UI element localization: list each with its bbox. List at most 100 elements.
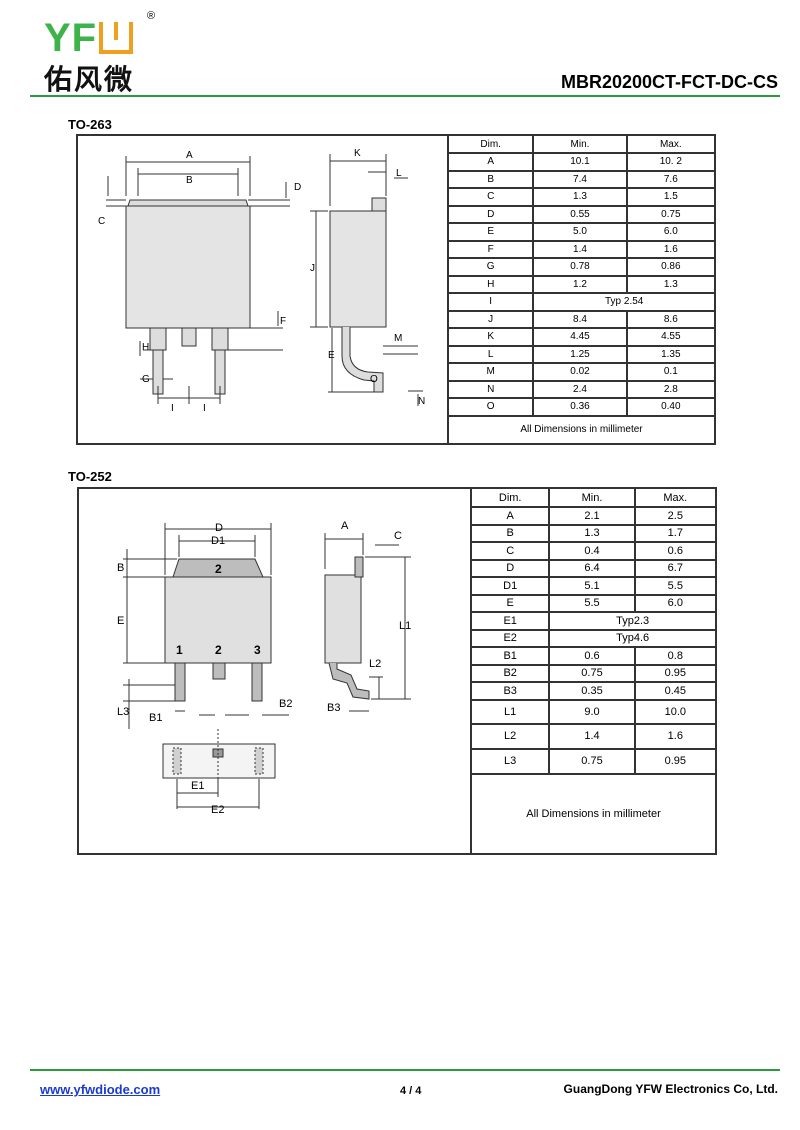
- to263-label-I1: I: [171, 403, 174, 414]
- cell-dim: C: [446, 187, 535, 207]
- cell-max: 0.8: [633, 646, 718, 666]
- page-number: 4 / 4: [400, 1085, 422, 1097]
- cell-min: 4.45: [532, 327, 628, 347]
- to252-label-A: A: [341, 520, 349, 532]
- header-min: Min.: [532, 134, 628, 154]
- to252-label-B: B: [117, 562, 124, 574]
- cell-dim: F: [446, 239, 535, 259]
- document-title: MBR20200CT-FCT-DC-CS: [560, 72, 778, 92]
- cell-dim: D1: [469, 576, 551, 596]
- to252-lead-1: [174, 662, 186, 702]
- cell-min: 1.3: [532, 187, 628, 207]
- to252-pin-1: 1: [176, 643, 183, 657]
- header-dim: Dim.: [469, 487, 551, 508]
- to252-body: [164, 576, 272, 664]
- cell-max: 1.6: [633, 722, 718, 750]
- cell-min: 0.6: [548, 646, 636, 666]
- cell-max: 2.8: [625, 379, 717, 399]
- to252-bottom-lead-1: [172, 747, 182, 775]
- to263-label-B: B: [186, 175, 193, 186]
- to252-label-B2: B2: [279, 698, 292, 710]
- to263-label-K: K: [354, 148, 361, 159]
- to252-label-D1: D1: [211, 535, 225, 547]
- cell-dim: N: [446, 379, 535, 399]
- cell-max: 0.95: [633, 663, 718, 683]
- to263-label-J: J: [310, 263, 315, 274]
- cell-dim: M: [446, 362, 535, 382]
- to252-label-D: D: [215, 522, 223, 534]
- cell-max: 0.1: [625, 362, 717, 382]
- cell-min: 0.75: [548, 747, 636, 775]
- to252-label-E2: E2: [211, 804, 224, 816]
- cell-max: 10. 2: [625, 152, 717, 172]
- cell-min: 2.1: [548, 506, 636, 526]
- to252-label-L2: L2: [369, 658, 381, 670]
- cell-dim: E2: [469, 628, 551, 648]
- cell-max: 8.6: [625, 309, 717, 329]
- cell-min: 0.75: [548, 663, 636, 683]
- to263-lead-left-base: [149, 327, 167, 351]
- header-dim: Dim.: [446, 134, 535, 154]
- cell-max: 5.5: [633, 576, 718, 596]
- to263-title: TO-263: [68, 117, 112, 132]
- cell-dim: K: [446, 327, 535, 347]
- cell-dim: H: [446, 274, 535, 294]
- cell-max: 4.55: [625, 327, 717, 347]
- cell-min: 5.5: [548, 593, 636, 613]
- cell-dim: L2: [469, 722, 551, 750]
- header-max: Max.: [625, 134, 717, 154]
- cell-dim: B3: [469, 681, 551, 701]
- to263-side-lead: [341, 327, 384, 393]
- to263-body: [125, 205, 251, 329]
- to252-side-lead: [328, 662, 370, 700]
- cell-min: 0.35: [548, 681, 636, 701]
- website-link[interactable]: www.yfwdiode.com: [40, 1082, 161, 1097]
- cell-min: 0.36: [532, 397, 628, 417]
- to252-pin-2: 2: [215, 643, 222, 657]
- table-note-row: All Dimensions in millimeter: [447, 414, 716, 445]
- to263-label-H: H: [142, 342, 149, 353]
- cell-max: 10.0: [633, 698, 718, 725]
- cell-dim: L3: [469, 747, 551, 775]
- cell-typ: Typ 2.54: [532, 292, 716, 312]
- cell-max: 0.45: [633, 681, 718, 701]
- cell-min: 0.78: [532, 257, 628, 277]
- cell-dim: O: [446, 397, 535, 417]
- cell-min: 0.55: [532, 204, 628, 224]
- to252-label-B3: B3: [327, 702, 340, 714]
- to263-label-E: E: [328, 350, 335, 361]
- cell-dim: E: [446, 222, 535, 242]
- cell-dim: B1: [469, 646, 551, 666]
- to252-side-body: [324, 574, 362, 664]
- cell-min: 5.1: [548, 576, 636, 596]
- table-header-row: Dim. Min. Max.: [446, 134, 717, 154]
- logo-text: YF: [44, 16, 98, 60]
- footer-divider: [30, 1069, 780, 1071]
- to263-label-O: O: [370, 374, 378, 385]
- to252-bottom-lead-3: [254, 747, 264, 775]
- cell-typ: Typ2.3: [548, 611, 717, 631]
- cell-dim: J: [446, 309, 535, 329]
- cell-max: 1.7: [633, 523, 718, 543]
- cell-dim: L1: [469, 698, 551, 725]
- cell-max: 0.75: [625, 204, 717, 224]
- brand-logo: YF: [44, 16, 134, 60]
- cell-dim: I: [446, 292, 535, 312]
- cell-dim: B: [446, 169, 535, 189]
- to252-label-C: C: [394, 530, 402, 542]
- cell-min: 0.02: [532, 362, 628, 382]
